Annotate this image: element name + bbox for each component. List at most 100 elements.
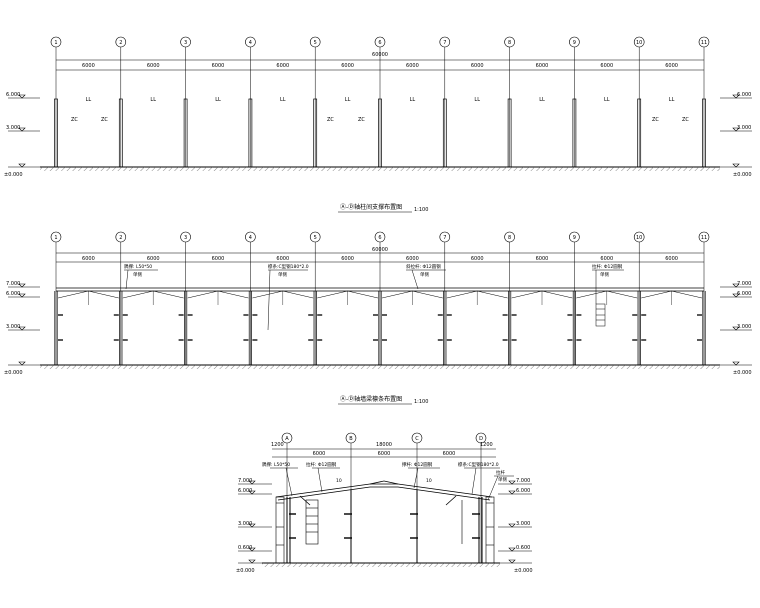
zc-label: ZC	[327, 117, 334, 123]
level-ground-right-1: ±0.000	[733, 172, 752, 178]
axis-bubble	[439, 36, 451, 48]
dimension-chain-1	[56, 59, 704, 71]
axis-bubble	[374, 36, 386, 48]
section-level-top-right: 6.000	[516, 488, 530, 494]
axis-label: 5	[314, 40, 317, 46]
axis-bubble	[439, 231, 451, 243]
axis-bubble	[411, 432, 423, 444]
axis-label: 2	[119, 40, 122, 46]
axis-label: 6	[378, 40, 381, 46]
axis-label: 11	[701, 40, 707, 46]
section-bay-3: 6000	[443, 451, 456, 457]
section-level-ground-left: ±0.000	[236, 568, 255, 574]
axis-label: D	[479, 436, 483, 442]
section-note-rod-side: 单侧	[498, 476, 507, 483]
axis-label: 8	[508, 235, 511, 241]
bay-dimension: 6000	[406, 63, 419, 69]
section-note-rod: 拉杆	[496, 469, 505, 476]
axis-label: 2	[119, 235, 122, 241]
axis-bubble	[698, 231, 710, 243]
axis-label: 5	[314, 235, 317, 241]
level-top-left-2: 6.000	[6, 291, 20, 297]
level-ground-left-2: ±0.000	[4, 370, 23, 376]
bay-dimension: 6000	[82, 256, 95, 262]
axis-bubble	[309, 36, 321, 48]
section-note-purlin: 檩条:C型钢180*2.0	[458, 461, 499, 468]
level-ground-left-1: ±0.000	[4, 172, 23, 178]
ll-label: LL	[86, 97, 92, 103]
note-tie-rod: 拉杆: Φ12圆钢	[592, 263, 623, 270]
axis-label: 4	[249, 40, 252, 46]
section-right-extension: 1200	[480, 442, 493, 448]
section-level-ridge-right: 7.000	[516, 478, 530, 484]
section-columns	[286, 490, 483, 563]
section-note-strut: 撑杆: Φ12圆钢	[402, 461, 433, 468]
note-purlin: 檩条:C型钢180*2.0	[268, 263, 309, 270]
ground-hatch-2	[40, 365, 720, 369]
bay-dimension: 6000	[600, 256, 613, 262]
bay-dimension: 6000	[600, 63, 613, 69]
axis-label: 1	[54, 235, 57, 241]
section-girt-ticks	[289, 513, 480, 539]
note-knee-brace-side: 单侧	[133, 271, 142, 278]
section-level-low-right: 0.600	[516, 545, 530, 551]
axis-bubble	[115, 231, 127, 243]
section-leaders	[270, 467, 514, 501]
note-tie-rod-side: 单侧	[600, 271, 609, 278]
columns-2	[54, 291, 706, 365]
level-markers-3	[238, 480, 532, 564]
bay-dimension: 6000	[82, 63, 95, 69]
axis-label: 3	[184, 40, 187, 46]
bay-dimension: 6000	[406, 256, 419, 262]
bay-dimension: 6000	[471, 63, 484, 69]
dimension-chain-3	[272, 448, 496, 458]
section-total-dimension: 18000	[376, 442, 392, 448]
drawing-scale-2: 1:100	[414, 399, 428, 405]
zc-label: ZC	[101, 117, 108, 123]
bay-dimension: 6000	[212, 256, 225, 262]
level-top-left-1: 6.000	[6, 92, 20, 98]
roof-truss	[275, 480, 493, 506]
level-top-right-2: 6.000	[737, 291, 751, 297]
note-diagonal-rod: 斜拉杆: Φ12圆钢	[406, 263, 441, 270]
bay-dimension: 6000	[471, 256, 484, 262]
axis-bubble	[569, 231, 580, 243]
level-ridge-right-2: 7.000	[737, 281, 751, 287]
bay-dimension: 6000	[665, 63, 678, 69]
section-level-low-left: 0.600	[238, 545, 252, 551]
ll-label: LL	[215, 97, 221, 103]
section-note-tie-rod: 拉杆: Φ12圆钢	[306, 461, 337, 468]
dimension-chain-2	[56, 252, 704, 263]
ll-label: LL	[410, 97, 416, 103]
ll-label: LL	[280, 97, 286, 103]
section-level-ridge-left: 7.000	[238, 478, 252, 484]
sag-rod-stack	[595, 303, 606, 327]
axis-bubble	[50, 231, 62, 243]
section-bay-2: 6000	[378, 451, 391, 457]
level-top-right-1: 6.000	[737, 92, 751, 98]
axis-label: 3	[184, 235, 187, 241]
drawing-title-2: Ⓐ-Ⓓ轴墙梁檩条布置图	[340, 395, 402, 403]
zc-label: ZC	[652, 117, 659, 123]
axis-bubble	[345, 432, 357, 444]
section-left-extension: 1200	[271, 442, 284, 448]
axis-bubble	[115, 36, 127, 48]
bay-dimension: 6000	[147, 256, 160, 262]
axis-label: 7	[443, 40, 446, 46]
axis-label: 8	[508, 40, 511, 46]
axis-label: B	[349, 436, 353, 442]
axis-bubble	[633, 36, 645, 48]
section-note-knee-brace: 隅撑: L50*50	[262, 461, 290, 468]
section-level-top-left: 6.000	[238, 488, 252, 494]
ground-hatch-1	[40, 167, 720, 171]
ll-label: LL	[604, 97, 610, 103]
bay-dimension: 6000	[665, 256, 678, 262]
bay-dimension: 6000	[147, 63, 160, 69]
axis-label: 9	[573, 235, 576, 241]
level-mid-right-2: 3.000	[737, 324, 751, 330]
zc-labels-1: ZC ZC ZC ZC ZC ZC	[71, 117, 689, 123]
